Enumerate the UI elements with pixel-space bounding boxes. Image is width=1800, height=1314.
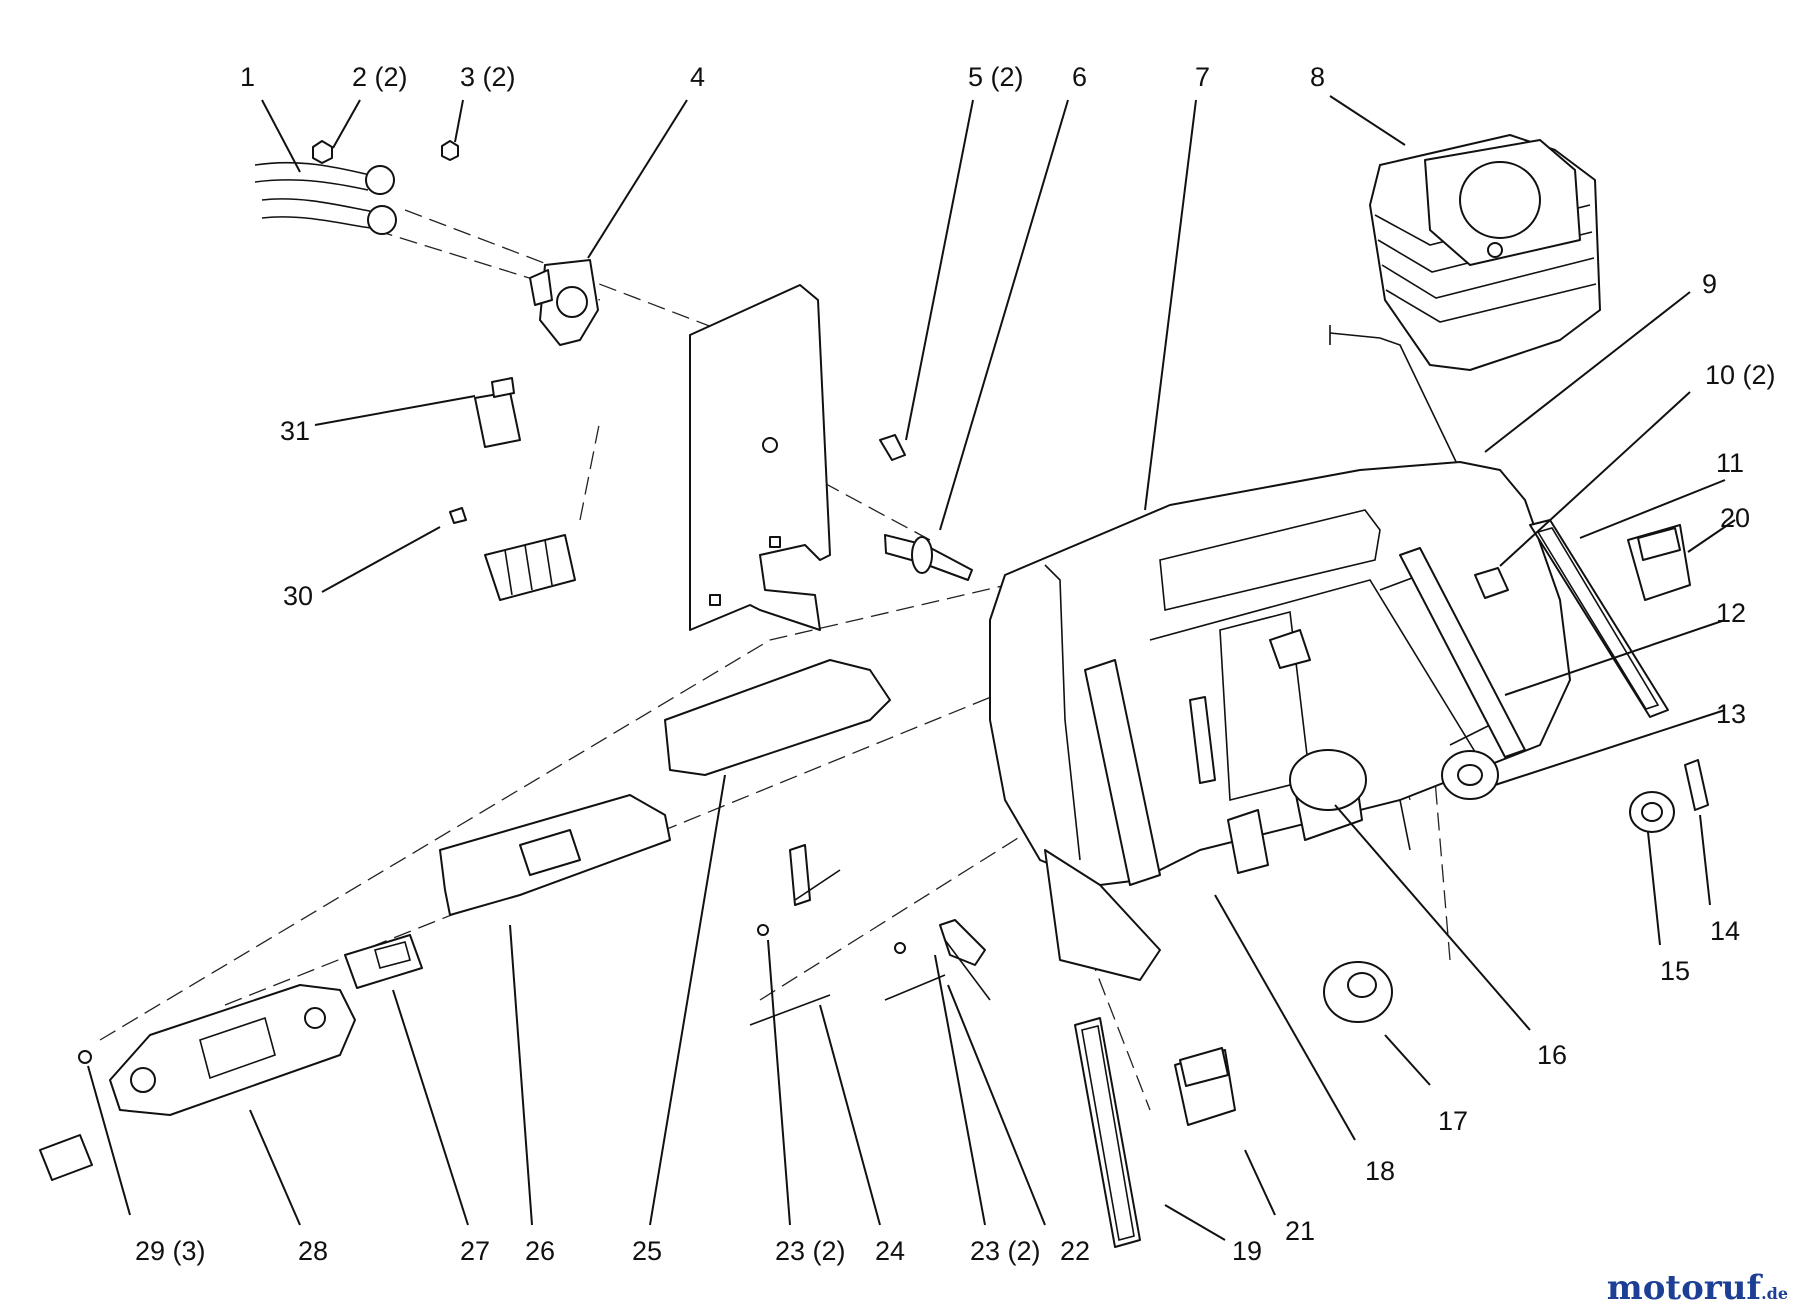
hour-meter-part bbox=[344, 934, 423, 989]
key-switch-part bbox=[884, 534, 973, 581]
rocker-switch-lower bbox=[1174, 1047, 1236, 1126]
callout-15: 15 bbox=[1660, 956, 1690, 986]
decal-panel-part bbox=[439, 794, 671, 916]
callout-26: 26 bbox=[525, 1236, 555, 1266]
callout-23a: 23 (2) bbox=[775, 1236, 846, 1266]
callout-5: 5 (2) bbox=[968, 62, 1024, 92]
callout-14: 14 bbox=[1710, 916, 1740, 946]
wire-leads-part bbox=[254, 161, 397, 235]
screw-part bbox=[78, 1050, 92, 1064]
callout-16: 16 bbox=[1537, 1040, 1567, 1070]
long-trim-part bbox=[1529, 519, 1669, 718]
callout-7: 7 bbox=[1195, 62, 1210, 92]
panel-slot-trims bbox=[1084, 547, 1526, 886]
callout-1: 1 bbox=[240, 62, 255, 92]
callout-18: 18 bbox=[1365, 1156, 1395, 1186]
cover-panel-part bbox=[664, 659, 891, 776]
watermark-logo: motoruf.de bbox=[1607, 1268, 1788, 1308]
callout-11: 11 bbox=[1716, 448, 1744, 478]
lower-dash-part bbox=[39, 984, 356, 1181]
callout-22: 22 bbox=[1060, 1236, 1090, 1266]
rocker-switch-upper bbox=[1627, 524, 1691, 601]
solenoid-part bbox=[529, 259, 599, 346]
callout-10: 10 (2) bbox=[1705, 360, 1776, 390]
callout-28: 28 bbox=[298, 1236, 328, 1266]
callout-6: 6 bbox=[1072, 62, 1087, 92]
knob-parts bbox=[1629, 759, 1709, 833]
nuts-part bbox=[312, 140, 459, 164]
lower-trim-part bbox=[1074, 1017, 1141, 1248]
lever-parts bbox=[749, 844, 991, 1026]
callout-12: 12 bbox=[1716, 598, 1746, 628]
terminal-block-part bbox=[449, 507, 576, 601]
control-panel-housing bbox=[989, 461, 1571, 981]
callout-9: 9 bbox=[1702, 269, 1717, 299]
callout-17: 17 bbox=[1438, 1106, 1468, 1136]
shift-boot-part bbox=[1369, 134, 1601, 371]
callout-31: 31 bbox=[280, 416, 310, 446]
callout-24: 24 bbox=[875, 1236, 905, 1266]
callout-27: 27 bbox=[460, 1236, 490, 1266]
mounting-plate bbox=[689, 284, 831, 631]
watermark-suffix: .de bbox=[1761, 1284, 1788, 1303]
rotary-switch-part bbox=[1289, 749, 1367, 841]
callout-20: 20 bbox=[1720, 503, 1750, 533]
callout-23b: 23 (2) bbox=[970, 1236, 1041, 1266]
callout-8: 8 bbox=[1310, 62, 1325, 92]
panel-knob-seat bbox=[1227, 567, 1509, 874]
bolt-part bbox=[879, 434, 906, 461]
callout-2: 2 (2) bbox=[352, 62, 408, 92]
callout-25: 25 bbox=[632, 1236, 662, 1266]
callout-3: 3 (2) bbox=[460, 62, 516, 92]
callout-labels: 1 2 (2) 3 (2) 4 5 (2) 6 7 8 9 10 (2) 11 … bbox=[135, 62, 1776, 1266]
callout-29: 29 (3) bbox=[135, 1236, 206, 1266]
callout-21: 21 bbox=[1285, 1216, 1315, 1246]
cap-part bbox=[1323, 961, 1393, 1023]
callout-13: 13 bbox=[1716, 699, 1746, 729]
callout-4: 4 bbox=[690, 62, 705, 92]
leader-lines bbox=[87, 95, 1736, 1241]
callout-19: 19 bbox=[1232, 1236, 1262, 1266]
relay-part bbox=[474, 377, 521, 448]
watermark-text: motoruf bbox=[1606, 1268, 1762, 1308]
callout-30: 30 bbox=[283, 581, 313, 611]
